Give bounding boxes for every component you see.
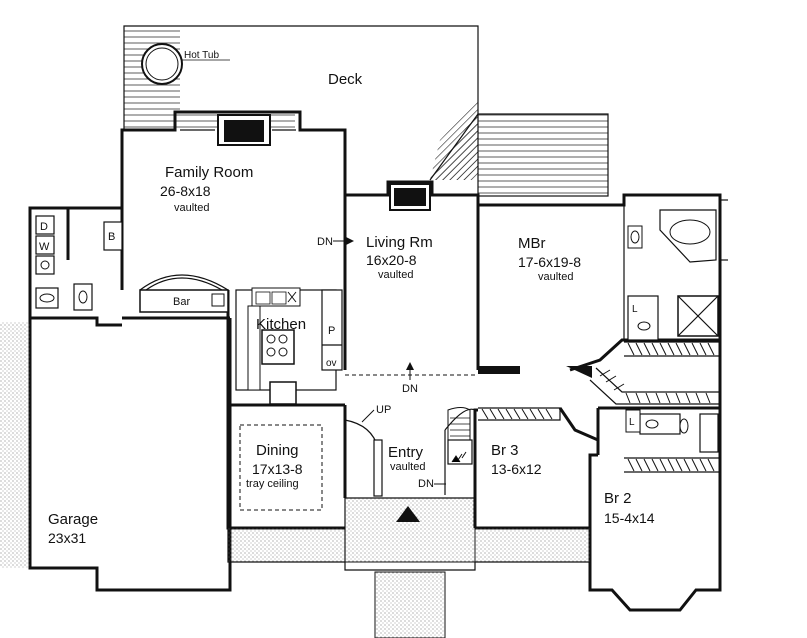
broom-closet-label: B — [108, 231, 115, 243]
family-room-note: vaulted — [174, 202, 209, 214]
living-room-note: vaulted — [378, 269, 413, 281]
family-room-dim: 26-8x18 — [160, 183, 211, 199]
br3-name: Br 3 — [491, 442, 519, 459]
dining-dim: 17x13-8 — [252, 461, 303, 477]
garage-dim: 23x31 — [48, 530, 86, 546]
up-stair-label: UP — [376, 404, 391, 416]
garage-name: Garage — [48, 511, 98, 528]
mbr-note: vaulted — [538, 271, 573, 283]
dn-stair-label: DN — [418, 478, 434, 490]
hot-tub-label: Hot Tub — [184, 50, 219, 61]
kitchen-name: Kitchen — [256, 316, 306, 333]
br3-dim: 13-6x12 — [491, 461, 542, 477]
br2-name: Br 2 — [604, 490, 632, 507]
entry-note: vaulted — [390, 461, 425, 473]
linen-bath2-label: L — [629, 417, 635, 428]
level-markers: DN DN DN UP — [317, 236, 446, 490]
dining-note: tray ceiling — [246, 478, 299, 490]
washer-label: W — [39, 241, 50, 253]
living-room-name: Living Rm — [366, 234, 433, 251]
interior-walls: L L — [0, 205, 721, 638]
pantry-label: P — [328, 325, 335, 337]
deck-label: Deck — [328, 71, 363, 88]
family-room-name: Family Room — [165, 164, 253, 181]
living-room-dim: 16x20-8 — [366, 252, 417, 268]
oven-label: ov — [326, 358, 337, 369]
mbr-name: MBr — [518, 235, 546, 252]
br2-dim: 15-4x14 — [604, 510, 655, 526]
bar-label: Bar — [173, 296, 190, 308]
dryer-label: D — [40, 221, 48, 233]
mbr-dim: 17-6x19-8 — [518, 254, 581, 270]
dn-hall-label: DN — [402, 383, 418, 395]
deck: Hot Tub Deck — [123, 25, 609, 197]
dn-living-label: DN — [317, 236, 333, 248]
room-labels: Family Room 26-8x18 vaulted Living Rm 16… — [48, 164, 655, 546]
dining-name: Dining — [256, 442, 299, 459]
entry-name: Entry — [388, 444, 424, 461]
linen-mbath-label: L — [632, 304, 638, 315]
